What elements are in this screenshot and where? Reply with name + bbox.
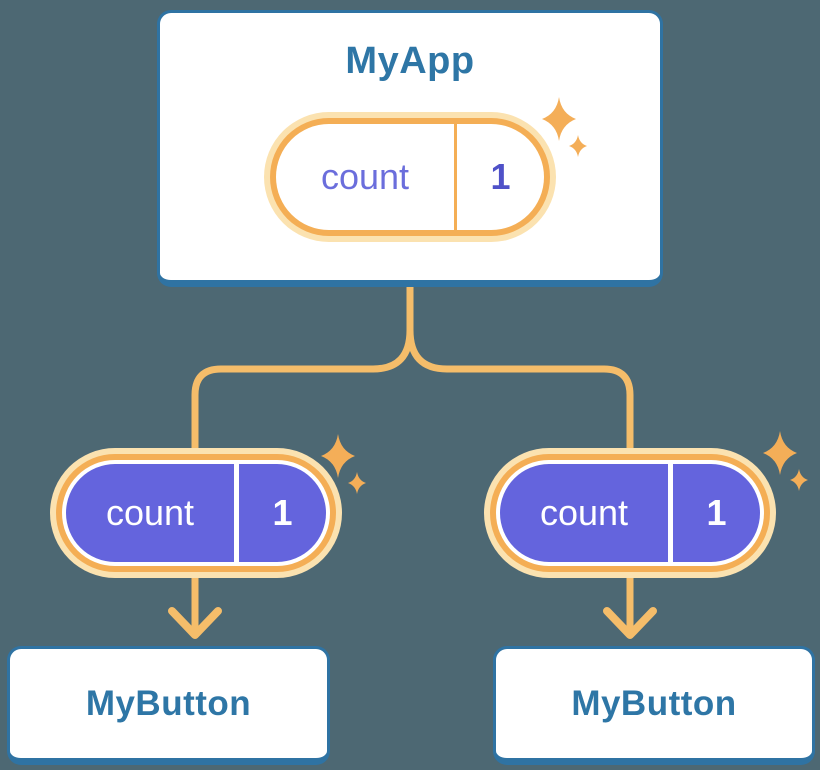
state-pill-body: count 1 [496,460,764,566]
state-pill-ring: count 1 [270,118,550,236]
state-pill: count 1 [264,112,556,242]
component-title: MyButton [85,683,252,723]
mybutton-component-card: MyButton [7,646,330,765]
state-pill: count 1 [50,448,342,578]
state-name: count [320,156,410,197]
sparkle-icon [321,434,366,494]
state-value: 1 [706,492,727,533]
branch-line-left [191,283,414,450]
state-pill-fill: count 1 [66,464,326,562]
arrowhead-right-icon [603,607,657,639]
state-pill-ring: count 1 [490,454,770,572]
sparkle-icon [542,97,587,157]
state-name: count [105,492,195,533]
state-pill-divider [668,464,673,562]
state-pill-body: count 1 [62,460,330,566]
state-pill-divider [454,124,457,230]
component-title: MyApp [345,40,475,82]
state-value: 1 [490,156,511,197]
state-pill-body: count 1 [276,124,544,230]
state-value: 1 [272,492,293,533]
state-pill-fill: count 1 [500,464,760,562]
state-pill: count 1 [484,448,776,578]
state-pill-ring: count 1 [56,454,336,572]
arrowhead-left-icon [168,607,222,639]
state-name: count [539,492,629,533]
state-pill-divider [234,464,239,562]
mybutton-component-card: MyButton [493,646,815,765]
branch-line-right [406,283,634,450]
sparkle-icon [763,431,808,491]
component-title: MyButton [571,683,737,723]
